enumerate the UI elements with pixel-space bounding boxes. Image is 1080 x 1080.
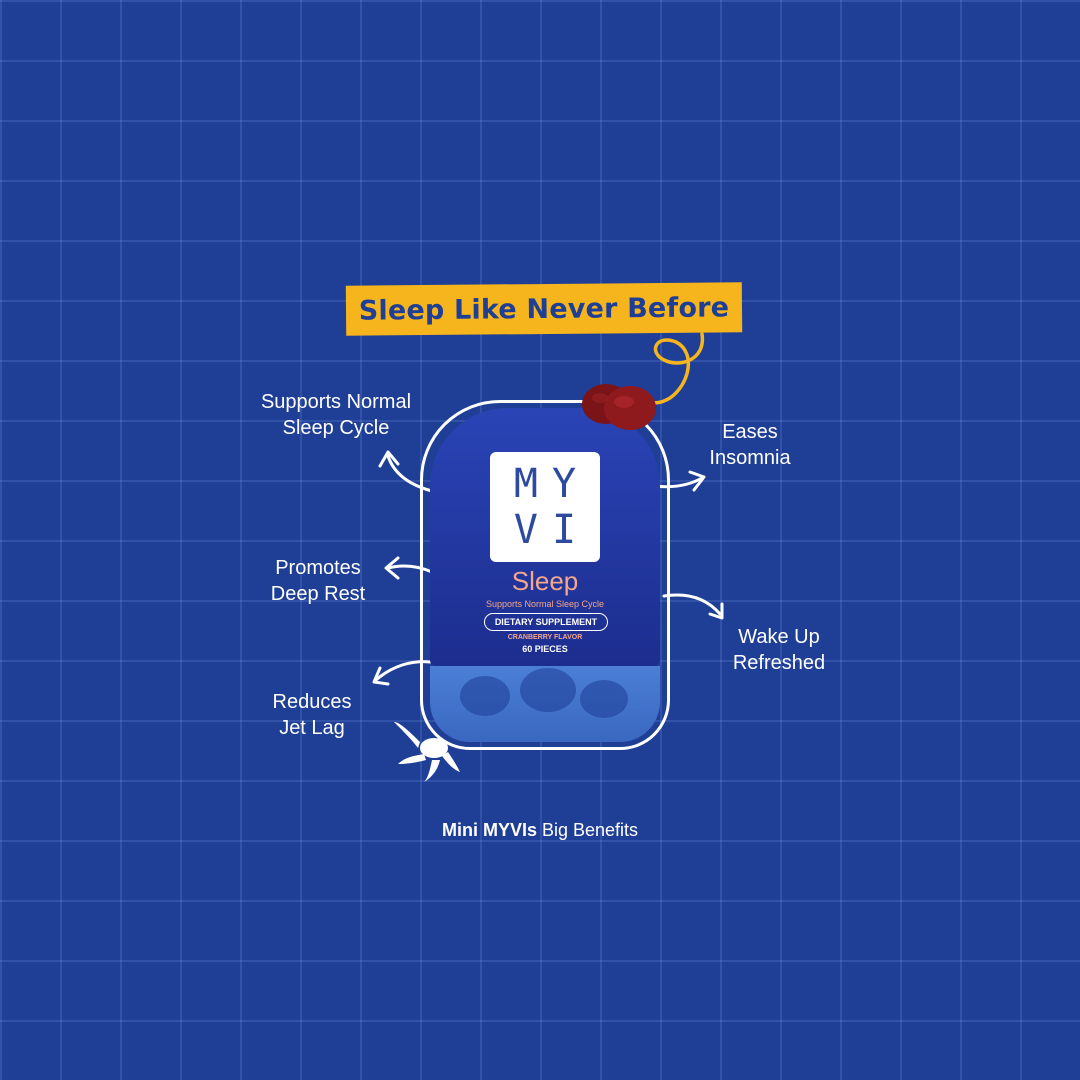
headline-text: Sleep Like Never Before bbox=[358, 291, 730, 327]
benefit-reduces-jet-lag: Reduces Jet Lag bbox=[244, 689, 380, 741]
benefit-eases-insomnia: Eases Insomnia bbox=[690, 419, 810, 471]
arrow-wake-up bbox=[662, 593, 722, 616]
product-name: Sleep bbox=[511, 566, 579, 596]
gummy-shape bbox=[520, 668, 576, 712]
piece-count: 60 PIECES bbox=[522, 644, 568, 654]
product-tagline: Supports Normal Sleep Cycle bbox=[485, 599, 605, 609]
logo-text-row: MY bbox=[513, 461, 591, 507]
product-bottle: MY VI Sleep Supports Normal Sleep Cycle … bbox=[420, 400, 670, 760]
benefit-line: Eases bbox=[722, 421, 778, 443]
headline-banner: Sleep Like Never Before bbox=[347, 284, 741, 334]
benefit-line: Reduces bbox=[272, 691, 352, 713]
logo-text-row: VI bbox=[513, 507, 591, 553]
bottle-gummy-window bbox=[430, 666, 660, 742]
benefit-line: Refreshed bbox=[732, 652, 826, 674]
benefit-supports-normal-sleep-cycle: Supports Normal Sleep Cycle bbox=[226, 389, 446, 441]
bottle-outline bbox=[420, 400, 670, 750]
benefit-line: Promotes bbox=[275, 557, 361, 579]
flavor-label: CRANBERRY FLAVOR bbox=[507, 634, 583, 641]
benefit-line: Deep Rest bbox=[270, 583, 366, 605]
benefit-line: Jet Lag bbox=[279, 717, 345, 739]
benefit-line: Insomnia bbox=[709, 447, 791, 469]
gummy-shape bbox=[460, 676, 510, 716]
brand-logo: MY VI bbox=[490, 452, 600, 562]
benefit-line: Sleep Cycle bbox=[282, 417, 390, 439]
cranberry-gummy-image bbox=[582, 384, 656, 430]
benefit-promotes-deep-rest: Promotes Deep Rest bbox=[243, 555, 393, 607]
gummy-shape bbox=[580, 680, 628, 718]
footer-rest: Big Benefits bbox=[536, 820, 639, 840]
supplement-badge: DIETARY SUPPLEMENT bbox=[484, 613, 608, 631]
supplement-badge-text: DIETARY SUPPLEMENT bbox=[494, 617, 598, 627]
benefit-line: Wake Up bbox=[738, 626, 820, 648]
footer-caption: Mini MYVIs Big Benefits bbox=[0, 820, 1080, 841]
footer-bold: Mini MYVIs bbox=[441, 820, 537, 840]
benefit-wake-up-refreshed: Wake Up Refreshed bbox=[714, 624, 844, 676]
benefit-line: Supports Normal bbox=[260, 391, 412, 413]
